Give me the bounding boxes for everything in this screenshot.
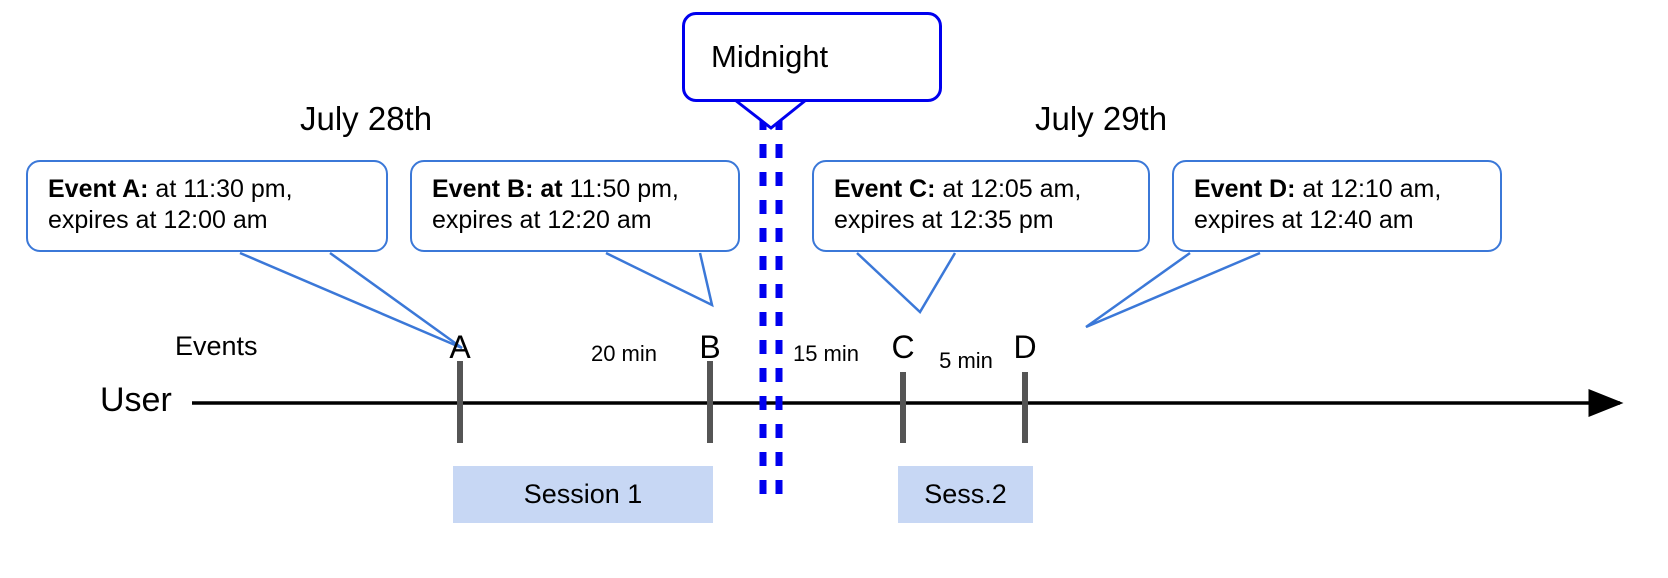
session-box-1: Session 1 <box>453 466 713 523</box>
callout-event-b-rest: 11:50 pm, <box>562 175 679 203</box>
callout-event-c-line2: expires at 12:35 pm <box>834 205 1054 234</box>
callout-event-d: Event D: at 12:10 am, expires at 12:40 a… <box>1172 160 1502 252</box>
callout-event-d-rest: at 12:10 am, <box>1295 175 1442 203</box>
callout-event-c-rest: at 12:05 am, <box>935 175 1082 203</box>
callout-event-a-lead: Event A: <box>48 175 149 203</box>
event-letter-b: B <box>699 329 721 365</box>
event-letter-d: D <box>1013 329 1037 365</box>
events-row-label: Events <box>175 331 258 361</box>
callout-event-d-lead: Event D: <box>1194 175 1296 203</box>
event-letter-a: A <box>449 329 471 365</box>
midnight-callout-tail <box>734 98 807 130</box>
callout-event-a: Event A: at 11:30 pm, expires at 12:00 a… <box>26 160 388 252</box>
interval-label-b-c: 15 min <box>792 341 860 366</box>
user-row-label: User <box>100 381 172 419</box>
callout-event-a-line2: expires at 12:00 am <box>48 205 268 234</box>
callout-c-tail <box>856 252 957 314</box>
callout-event-d-line2: expires at 12:40 am <box>1194 205 1414 234</box>
midnight-label: Midnight <box>711 39 829 74</box>
interval-label-a-b: 20 min <box>590 341 658 366</box>
date-label-july-29: July 29th <box>1035 100 1168 137</box>
callout-event-b-lead: Event B: at <box>432 175 563 203</box>
session-box-2: Sess.2 <box>898 466 1033 523</box>
session-box-2-label: Sess.2 <box>924 479 1007 509</box>
interval-label-c-d: 5 min <box>939 348 993 373</box>
callout-event-b-line2: expires at 12:20 am <box>432 205 652 234</box>
callout-event-c: Event C: at 12:05 am, expires at 12:35 p… <box>812 160 1150 252</box>
callout-d-tail <box>1085 251 1261 329</box>
callout-event-b: Event B: at 11:50 pm, expires at 12:20 a… <box>410 160 740 252</box>
midnight-callout: Midnight <box>682 12 942 102</box>
callout-a-tail <box>239 251 463 350</box>
callout-event-c-lead: Event C: <box>834 175 936 203</box>
callout-event-a-rest: at 11:30 pm, <box>148 175 293 203</box>
session-box-1-label: Session 1 <box>523 479 643 509</box>
callout-b-tail <box>605 251 714 308</box>
date-label-july-28: July 28th <box>300 100 433 137</box>
event-letter-c: C <box>891 329 915 365</box>
